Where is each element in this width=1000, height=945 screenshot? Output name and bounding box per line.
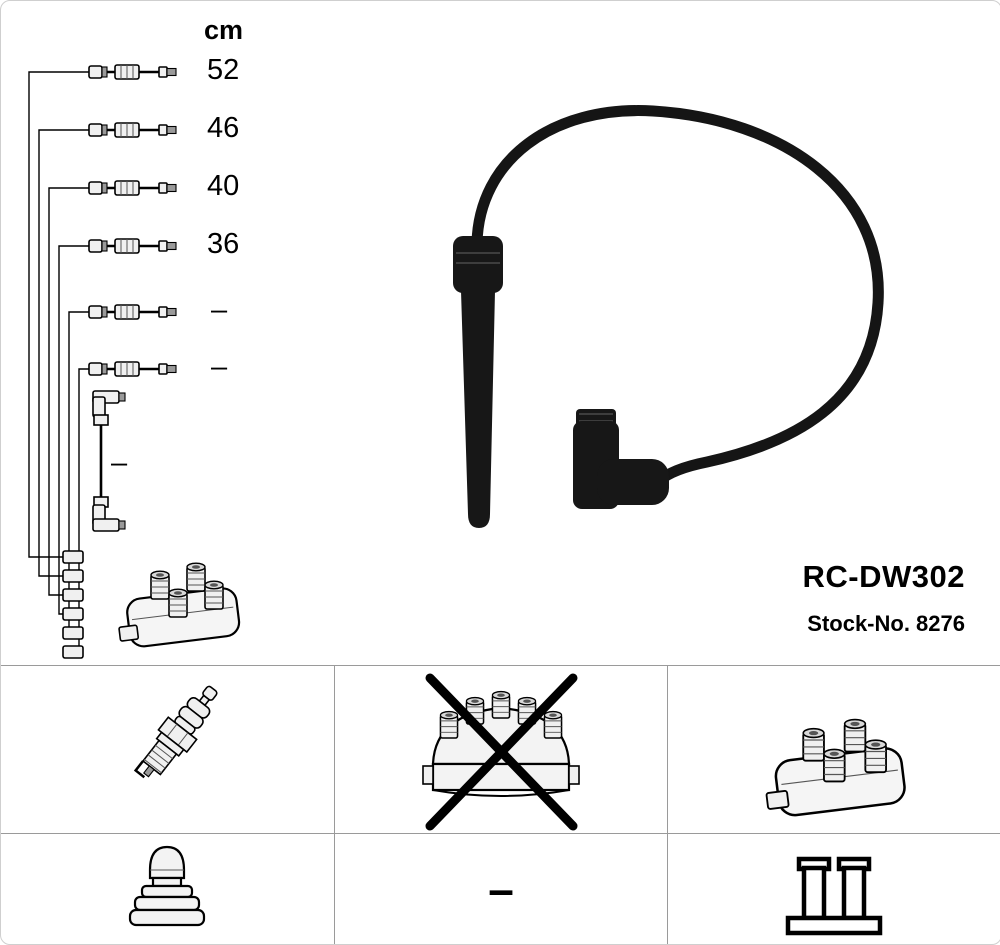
product-info: RC-DW302 Stock-No. 8276: [803, 559, 965, 637]
plug-boot-icon: [128, 845, 206, 927]
unit-label: cm: [204, 15, 244, 45]
cable-length-diagram: [28, 63, 421, 659]
cable-length-label: –: [111, 447, 128, 479]
grid-divider-vertical: [334, 665, 335, 944]
grid-divider-vertical: [667, 665, 668, 944]
straight-boot: [453, 236, 503, 528]
product-code: RC-DW302: [802, 559, 965, 594]
cable-length-label: 40: [207, 170, 240, 202]
cable-length-label: 52: [207, 54, 240, 86]
coil-connector-stack: [62, 550, 84, 659]
ignition-coil-icon: [116, 563, 241, 649]
coil-connector-icon: [785, 856, 883, 936]
cross-out-mark: [425, 673, 578, 831]
distributor-cap-icon: [422, 673, 580, 831]
cable-length-label: 36: [207, 228, 240, 260]
cable-length-label: –: [211, 351, 228, 383]
grid-divider-horizontal: [1, 665, 1000, 666]
cable-length-label: 46: [207, 112, 240, 144]
ignition-cable-illustration: [453, 105, 884, 528]
ignition-coil-icon: [668, 666, 1000, 834]
grid-divider-horizontal: [1, 833, 1000, 834]
elbow-boot: [573, 409, 669, 509]
elbow-cable-icon: [92, 390, 126, 532]
spark-plug-icon: [133, 685, 218, 779]
cable-length-label: –: [211, 294, 228, 326]
dash-symbol: –: [488, 863, 514, 915]
cable-row-icon: [87, 63, 178, 81]
stock-number: Stock-No. 8276: [807, 611, 965, 636]
